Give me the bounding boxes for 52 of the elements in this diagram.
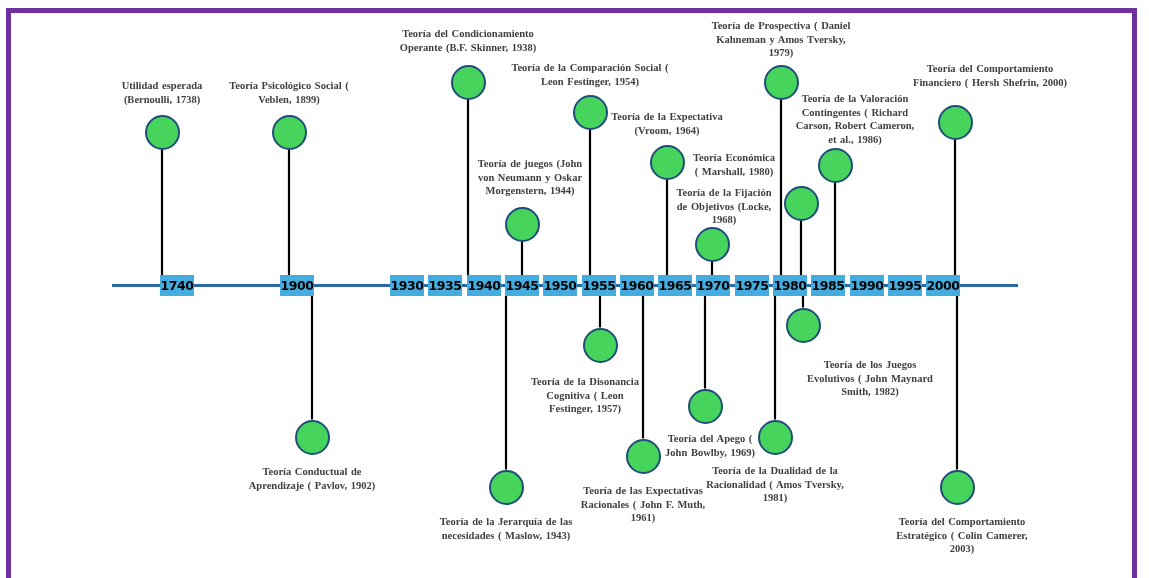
connector-line	[703, 296, 707, 389]
year-marker: 1955	[582, 275, 616, 296]
event-label: Teoría de la Valoración Contingentes ( Richard Carson, Robert Cameron, et al., 1986)	[794, 92, 916, 146]
connector-line	[801, 296, 805, 308]
event-label: Teoría de la Comparación Social ( Leon Festinger, 1954)	[510, 61, 670, 88]
connector-line	[953, 139, 957, 275]
event-label: Teoría de la Disonancia Cognitiva ( Leon Festinger, 1957)	[530, 375, 640, 416]
connector-line	[779, 99, 783, 275]
connector-line	[955, 296, 959, 470]
connector-line	[310, 296, 314, 420]
event-label: Teoría del Comportamiento Estratégico ( Colin Camerer, 2003)	[895, 515, 1029, 556]
year-marker: 1900	[280, 275, 314, 296]
connector-line	[287, 149, 291, 275]
event-label: Teoría Económica ( Marshall, 1980)	[692, 151, 776, 178]
connector-line	[466, 99, 470, 275]
event-label: Teoría de la Expectativa (Vroom, 1964)	[610, 110, 724, 137]
event-label: Teoría Psicológico Social ( Veblen, 1899)	[228, 79, 350, 106]
connector-line	[598, 296, 602, 328]
year-marker: 1950	[543, 275, 577, 296]
year-marker: 1995	[888, 275, 922, 296]
connector-line	[773, 296, 777, 420]
connector-line	[160, 149, 164, 275]
year-marker: 1970	[696, 275, 730, 296]
connector-line	[520, 241, 524, 275]
year-marker: 1975	[735, 275, 769, 296]
year-marker: 1980	[773, 275, 807, 296]
connector-line	[588, 129, 592, 275]
event-label: Teoría del Comportamiento Financiero ( Hersh Shefrin, 2000)	[912, 62, 1068, 89]
year-marker: 1740	[160, 275, 194, 296]
year-marker: 1960	[620, 275, 654, 296]
year-marker: 1940	[467, 275, 501, 296]
event-label: Teoría de la Fijación de Objetivos (Locke, 1968)	[675, 186, 773, 227]
event-label: Utilidad esperada (Bernoulli, 1738)	[120, 79, 204, 106]
event-label: Teoría de los Juegos Evolutivos ( John Maynard Smith, 1982)	[806, 358, 934, 399]
year-marker: 1945	[505, 275, 539, 296]
event-label: Teoría de la Jerarquía de las necesidades ( Maslow, 1943)	[438, 515, 574, 542]
year-marker: 1935	[428, 275, 462, 296]
year-marker: 1990	[850, 275, 884, 296]
connector-line	[504, 296, 508, 470]
connector-line	[799, 220, 803, 275]
year-marker: 2000	[926, 275, 960, 296]
event-label: Teoría del Apego ( John Bowlby, 1969)	[664, 432, 756, 459]
event-label: Teoría de Prospectiva ( Daniel Kahneman y Amos Tversky, 1979)	[710, 19, 852, 60]
connector-line	[833, 182, 837, 275]
year-marker: 1965	[658, 275, 692, 296]
event-label: Teoría de juegos (John von Neumann y Oskar Morgenstern, 1944)	[476, 157, 584, 198]
connector-line	[641, 296, 645, 439]
year-marker: 1930	[390, 275, 424, 296]
event-label: Teoría Conductual de Aprendizaje ( Pavlov, 1902)	[247, 465, 377, 492]
connector-line	[665, 179, 669, 275]
event-label: Teoría del Condicionamiento Operante (B.F. Skinner, 1938)	[398, 27, 538, 54]
year-marker: 1985	[811, 275, 845, 296]
